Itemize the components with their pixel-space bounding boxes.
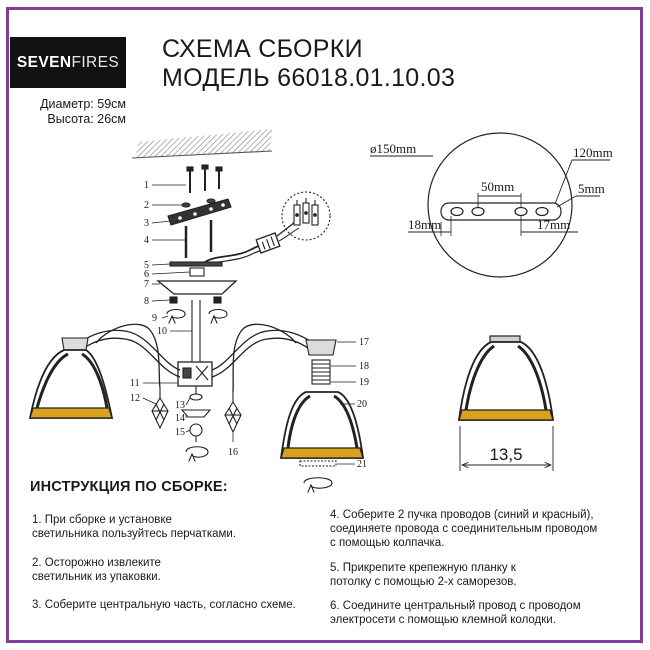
step-line: с помощью колпачка. bbox=[330, 537, 445, 549]
canopy-nut-right bbox=[213, 296, 222, 304]
brand-logo-fires: FIRES bbox=[71, 53, 120, 71]
page-frame bbox=[6, 7, 643, 643]
instructions-title: ИНСТРУКЦИЯ ПО СБОРКЕ: bbox=[30, 479, 228, 495]
part-label-16: 16 bbox=[228, 447, 238, 458]
left-arm bbox=[79, 323, 181, 389]
finial bbox=[180, 386, 212, 442]
right-arm bbox=[211, 323, 313, 393]
shade-diagram bbox=[457, 335, 555, 471]
part-label-11: 11 bbox=[130, 378, 140, 389]
center-rod bbox=[191, 300, 201, 362]
canopy-nut-left bbox=[169, 296, 178, 304]
part-label-3: 3 bbox=[144, 218, 149, 229]
mounting-plate bbox=[167, 198, 232, 226]
step-line: 5. Прикрепите крепежную планку к bbox=[330, 562, 516, 574]
instruction-step-5: 5. Прикрепите крепежную планку к потолку… bbox=[330, 561, 517, 589]
step-line: потолку с помощью 2-х саморезов. bbox=[330, 576, 517, 588]
dim-right-offset: 17mm bbox=[537, 217, 570, 232]
part-label-17: 17 bbox=[359, 337, 369, 348]
dim-plate-length: 120mm bbox=[573, 145, 613, 160]
part-label-19: 19 bbox=[359, 377, 369, 388]
rotate-arrow-finial bbox=[185, 446, 209, 457]
chandelier-diagram bbox=[28, 129, 365, 488]
part-label-2: 2 bbox=[144, 200, 149, 211]
part-label-1: 1 bbox=[144, 180, 149, 191]
mounting-screws bbox=[184, 220, 213, 258]
step-line: 2. Осторожно извлеките bbox=[32, 557, 161, 569]
part-label-13: 13 bbox=[175, 400, 185, 411]
rotate-arrow-right bbox=[208, 308, 228, 319]
plate-diagram bbox=[370, 132, 610, 278]
step-line: 4. Соберите 2 пучка проводов (синий и кр… bbox=[330, 509, 594, 521]
part-label-8: 8 bbox=[144, 296, 149, 307]
spec-height: Высота: 26см bbox=[47, 112, 126, 126]
canopy-plate bbox=[169, 261, 223, 267]
leader-lines bbox=[142, 184, 356, 465]
socket bbox=[311, 359, 331, 385]
right-shade bbox=[279, 339, 365, 459]
part-label-10: 10 bbox=[157, 326, 167, 337]
model-title: МОДЕЛЬ 66018.01.10.03 bbox=[162, 64, 456, 92]
dim-slot: 5mm bbox=[578, 181, 605, 196]
rotate-arrow-left bbox=[166, 308, 186, 319]
step-line: соединяете провода с соединительным пров… bbox=[330, 523, 598, 535]
canopy-circle bbox=[427, 132, 573, 278]
part-labels: 1 2 3 4 5 6 7 8 9 10 11 12 13 14 15 16 1… bbox=[130, 180, 369, 470]
instruction-step-6: 6. Соедините центральный провод с провод… bbox=[330, 599, 581, 627]
part-label-15: 15 bbox=[175, 427, 185, 438]
step-line: светильника пользуйтесь перчатками. bbox=[32, 528, 237, 540]
plate-dimension-labels: ø150mm 120mm 50mm 5mm 18mm 17mm bbox=[370, 141, 613, 232]
brand-logo-seven: SEVEN bbox=[16, 53, 72, 71]
ceiling-line bbox=[131, 150, 273, 159]
plate-bar bbox=[440, 202, 562, 221]
step-line: светильник из упаковки. bbox=[32, 571, 161, 583]
ceiling bbox=[136, 129, 272, 158]
dim-hole-spacing: 50mm bbox=[481, 179, 514, 194]
terminal-detail bbox=[281, 191, 331, 241]
part-label-7: 7 bbox=[144, 279, 149, 290]
page-title: СХЕМА СБОРКИ bbox=[162, 35, 363, 63]
spec-diameter: Диаметр: 59см bbox=[40, 97, 126, 111]
part-label-9: 9 bbox=[152, 313, 157, 324]
rotate-arrow-ring bbox=[303, 477, 333, 488]
part-label-12: 12 bbox=[130, 393, 140, 404]
dim-left-offset: 18mm bbox=[408, 217, 441, 232]
part-label-14: 14 bbox=[175, 413, 185, 424]
crystal-right bbox=[224, 392, 242, 434]
instruction-step-1: 1. При сборке и установке светильника по… bbox=[32, 513, 236, 541]
instruction-step-4: 4. Соберите 2 пучка проводов (синий и кр… bbox=[330, 508, 597, 550]
ceiling-screws bbox=[186, 164, 223, 193]
canopy-bracket bbox=[189, 267, 205, 277]
product-specs: Диаметр: 59см Высота: 26см bbox=[10, 97, 126, 127]
part-label-6: 6 bbox=[144, 269, 149, 280]
step-line: электросети с помощью клемной колодки. bbox=[330, 614, 556, 626]
instruction-step-2: 2. Осторожно извлеките светильник из упа… bbox=[32, 556, 161, 584]
step-line: 1. При сборке и установке bbox=[32, 514, 172, 526]
part-label-5: 5 bbox=[144, 260, 149, 271]
dim-diameter: ø150mm bbox=[370, 141, 416, 156]
shade-ring bbox=[299, 460, 337, 467]
left-shade bbox=[28, 337, 114, 419]
step-line: 3. Соберите центральную часть, согласно … bbox=[32, 599, 296, 611]
center-body bbox=[177, 361, 213, 387]
crystal-left bbox=[151, 388, 169, 430]
part-label-20: 20 bbox=[357, 399, 367, 410]
canopy bbox=[156, 280, 238, 295]
shade-width-label: 13,5 bbox=[489, 445, 522, 464]
part-label-18: 18 bbox=[359, 361, 369, 372]
supply-wires bbox=[204, 221, 300, 267]
instruction-step-3: 3. Соберите центральную часть, согласно … bbox=[32, 598, 296, 612]
part-label-4: 4 bbox=[144, 235, 149, 246]
part-label-21: 21 bbox=[357, 459, 367, 470]
step-line: 6. Соедините центральный провод с провод… bbox=[330, 600, 581, 612]
